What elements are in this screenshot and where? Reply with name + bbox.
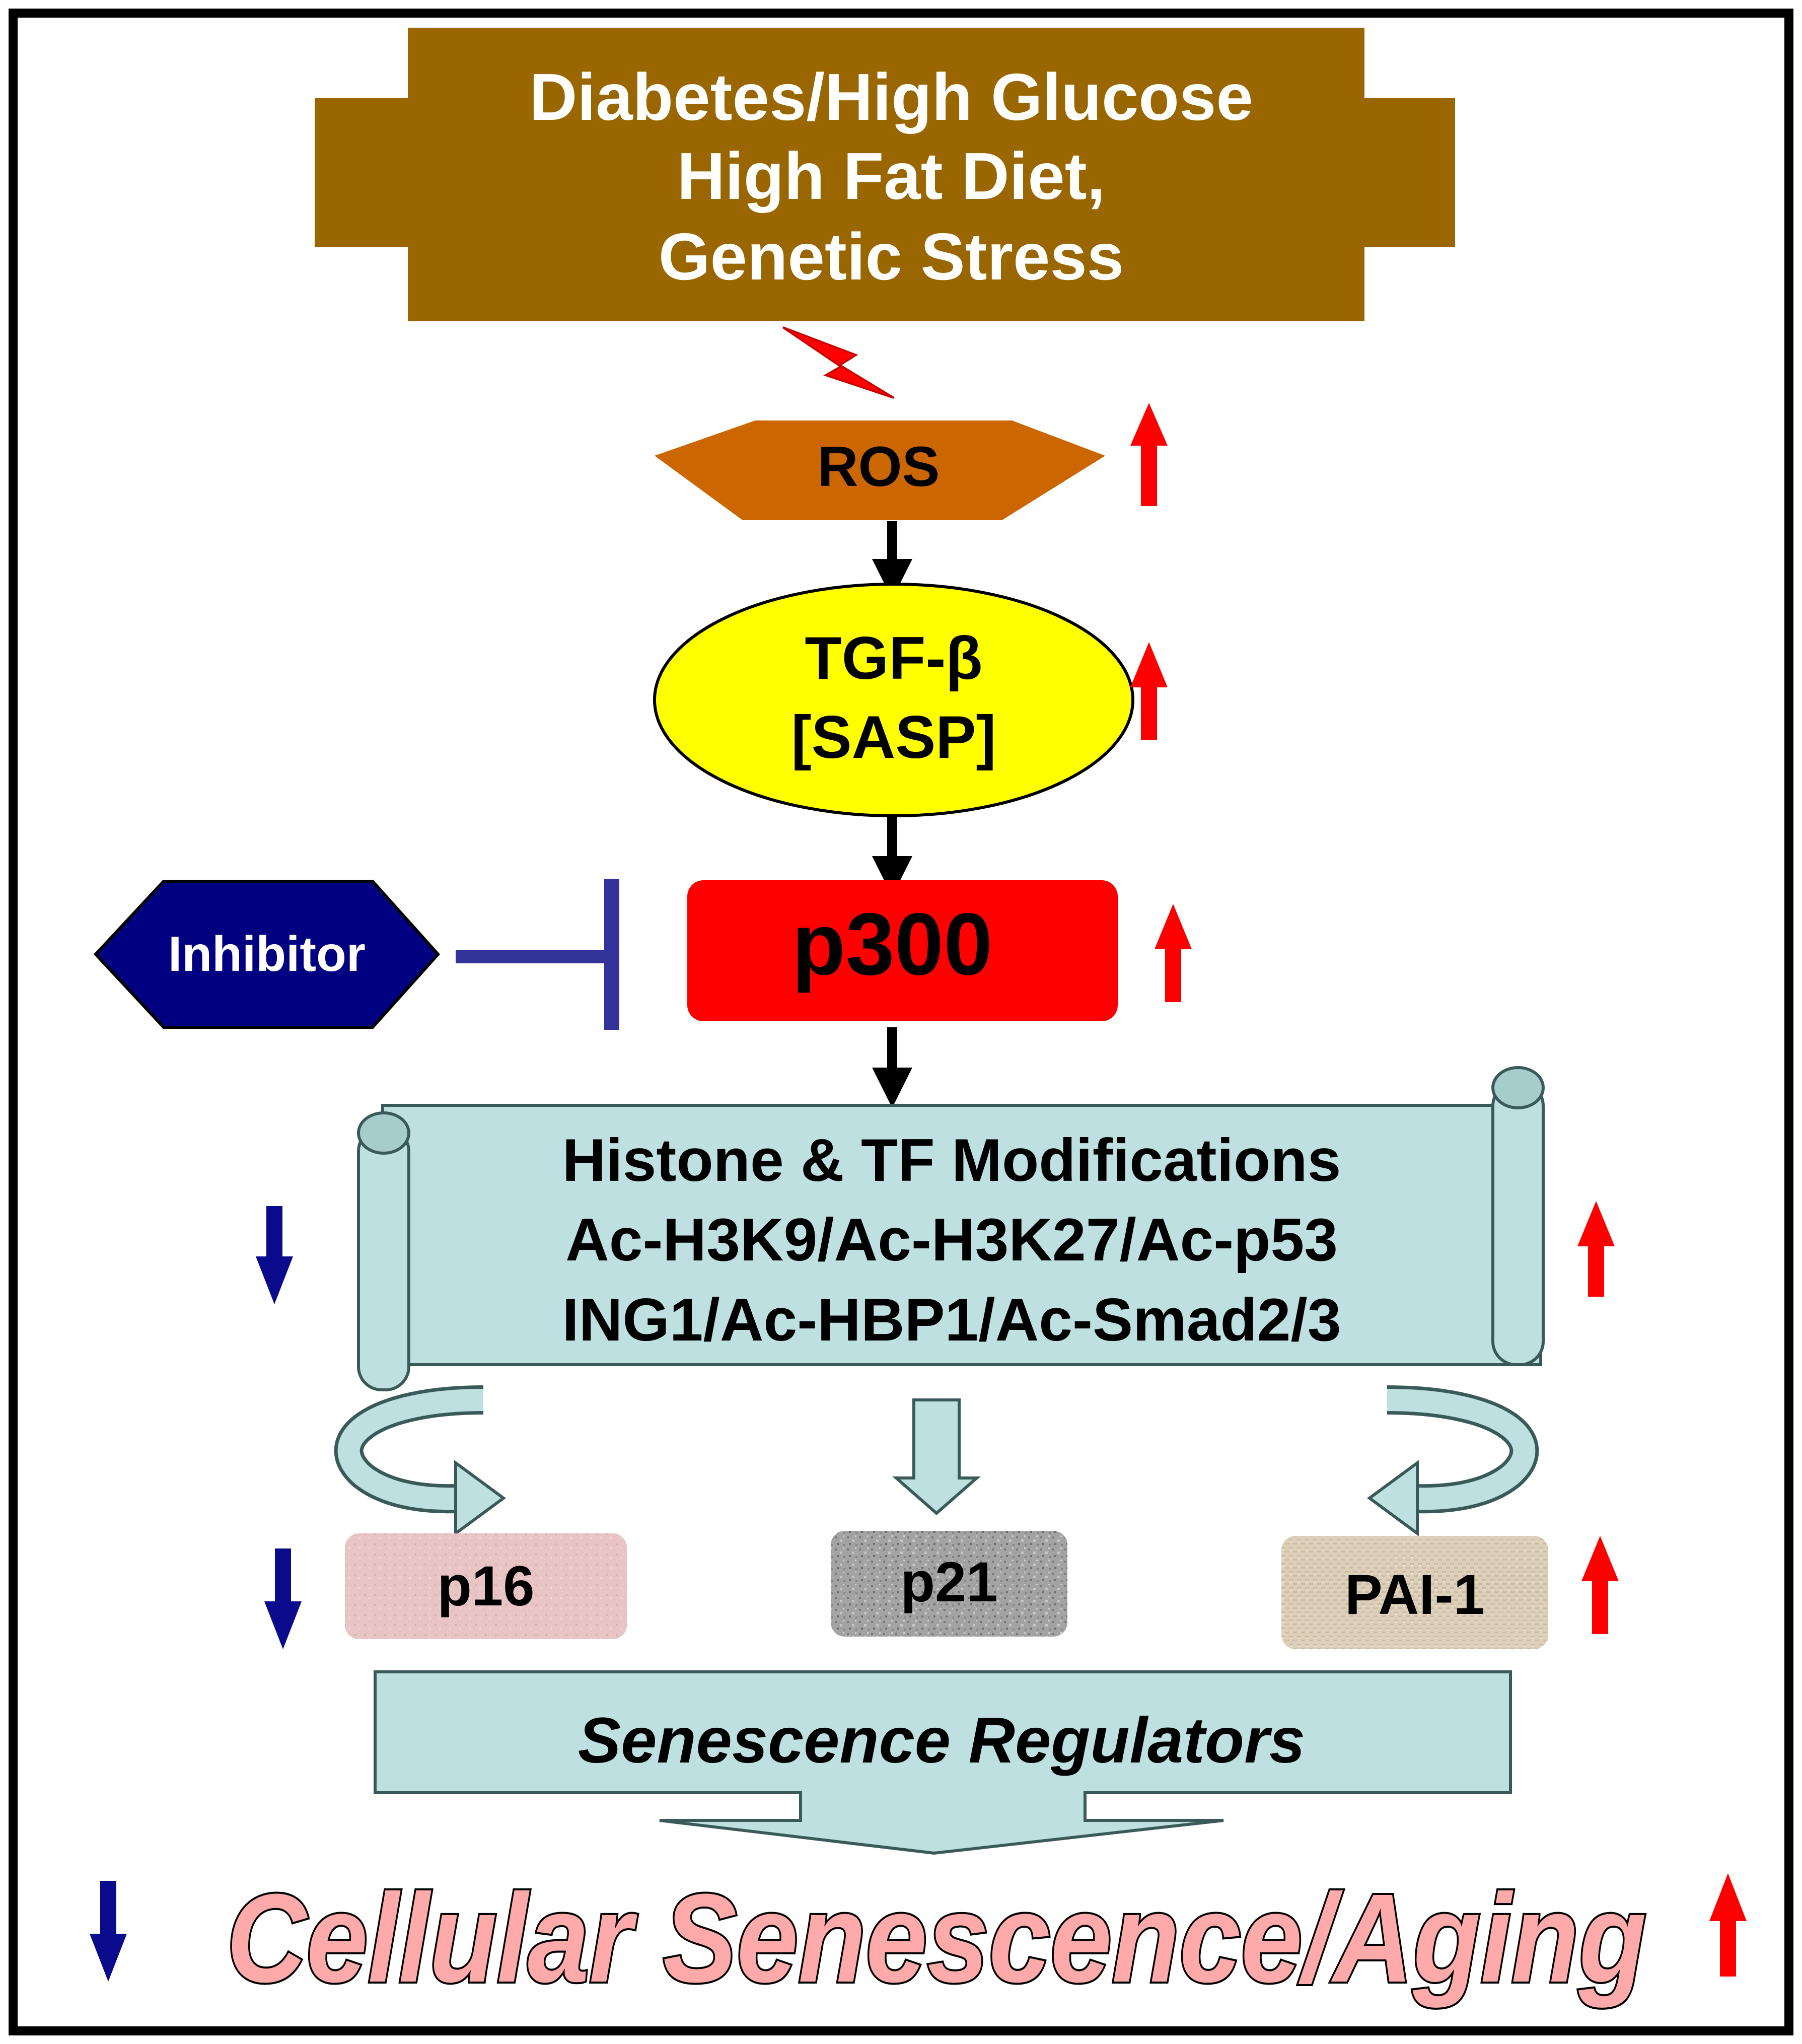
modifications-line1: Histone & TF Modifications <box>562 1126 1341 1194</box>
tgf-node: TGF-β [SASP] <box>653 583 1134 817</box>
p21-node: p21 <box>831 1531 1067 1637</box>
outcome-down-arrow-icon <box>90 1881 127 1982</box>
inhibition-bar-icon <box>456 879 619 1030</box>
p16-label: p16 <box>438 1555 535 1617</box>
modifications-line3: ING1/Ac-HBP1/Ac-Smad2/3 <box>562 1286 1341 1354</box>
ros-label: ROS <box>818 435 940 498</box>
p300-label: p300 <box>792 895 993 994</box>
outcome-label: Cellular Senescence/Aging <box>227 1868 1646 2008</box>
p300-node: p300 <box>687 880 1118 1021</box>
outcome-node: Cellular Senescence/Aging <box>225 1866 1648 2010</box>
pai1-node: PAI-1 <box>1281 1536 1548 1649</box>
modifications-scroll: Histone & TF Modifications Ac-H3K9/Ac-H3… <box>357 1066 1545 1391</box>
senescence-regulators-label: Senescence Regulators <box>578 1705 1305 1777</box>
p16-down-arrow-icon <box>264 1548 302 1649</box>
inhibitor-node: Inhibitor <box>93 880 441 1029</box>
curved-arrow-to-p16 <box>334 1385 507 1536</box>
tgf-up-arrow-icon <box>1130 642 1168 740</box>
inhibitor-label: Inhibitor <box>168 926 366 981</box>
p21-label: p21 <box>901 1550 998 1613</box>
block-arrow-to-p21 <box>892 1398 981 1515</box>
p16-node: p16 <box>345 1533 627 1639</box>
outcome-up-arrow-icon <box>1709 1873 1747 1977</box>
modifications-line2: Ac-H3K9/Ac-H3K27/Ac-p53 <box>565 1206 1338 1274</box>
modifications-up-arrow-icon <box>1577 1201 1615 1297</box>
modifications-down-arrow-icon <box>256 1206 293 1304</box>
pai1-label: PAI-1 <box>1345 1563 1485 1626</box>
stressors-box: Diabetes/High Glucose High Fat Diet, Gen… <box>315 28 1455 321</box>
ros-node: ROS <box>655 420 1105 520</box>
stressors-line2: High Fat Diet, <box>677 139 1106 213</box>
curved-arrow-to-pai1 <box>1366 1385 1539 1536</box>
tgf-line1: TGF-β <box>805 624 982 692</box>
stressors-line1: Diabetes/High Glucose <box>529 60 1253 134</box>
p300-up-arrow-icon <box>1155 904 1192 1002</box>
senescence-regulators-node: Senescence Regulators <box>374 1670 1512 1855</box>
tgf-line2: [SASP] <box>791 703 996 771</box>
ros-up-arrow-icon <box>1130 403 1168 506</box>
lightning-bolt-icon <box>782 326 895 399</box>
stressors-line3: Genetic Stress <box>659 220 1124 294</box>
pai1-up-arrow-icon <box>1581 1536 1619 1634</box>
